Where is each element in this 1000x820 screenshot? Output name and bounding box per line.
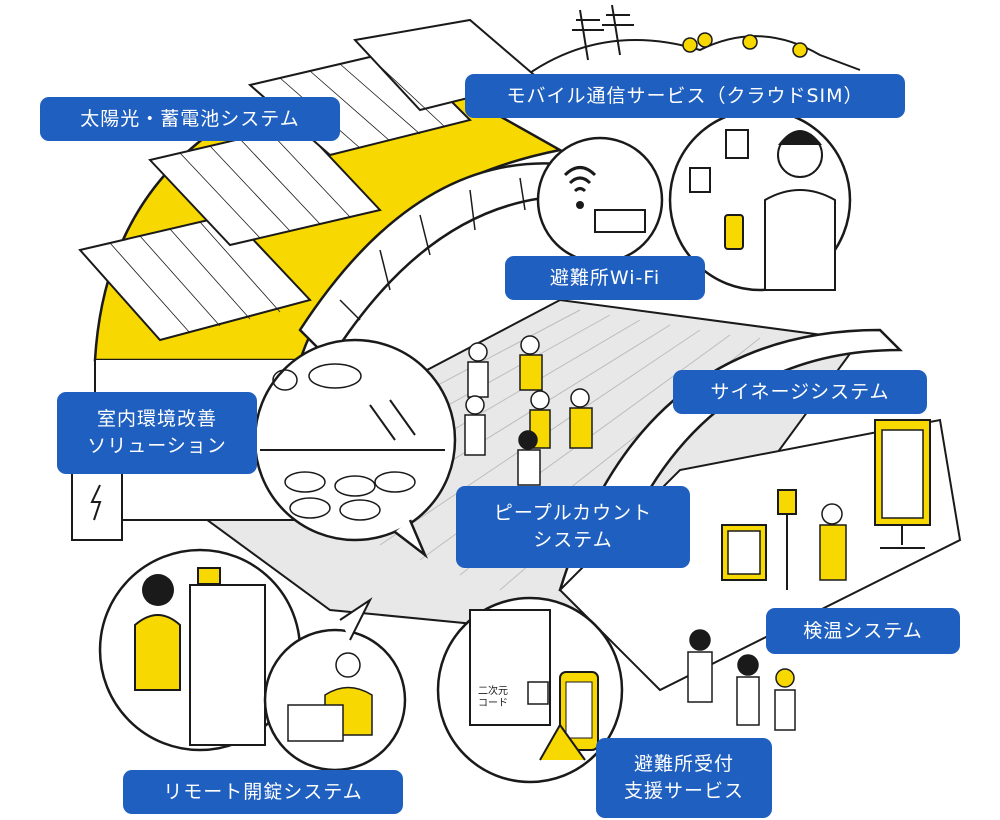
battery-box	[71, 469, 123, 541]
trees	[682, 32, 808, 58]
router-icon	[594, 209, 646, 233]
remote-unlock-bubble	[98, 548, 407, 772]
label-shelter-reception-support: 避難所受付 支援サービス	[596, 738, 772, 818]
thermal-camera	[721, 489, 847, 590]
solar-grid	[109, 56, 446, 334]
label-shelter-wifi: 避難所Wi-Fi	[505, 256, 705, 300]
label-mobile-communication-service: モバイル通信サービス（クラウドSIM）	[465, 74, 905, 118]
smartphone-icon	[724, 214, 744, 250]
label-solar-battery-system: 太陽光・蓄電池システム	[40, 97, 340, 141]
wifi-icon	[563, 166, 597, 193]
hills	[519, 4, 861, 81]
wifi-bubble	[536, 136, 664, 264]
label-indoor-environment-solution: 室内環境改善 ソリューション	[57, 392, 257, 474]
signage-display	[874, 419, 931, 549]
solar-panel	[78, 213, 312, 342]
label-temperature-check-system: 検温システム	[766, 608, 960, 654]
mobile-bubble	[668, 108, 852, 292]
qr-code-icon	[527, 681, 549, 705]
truss-lines	[339, 174, 576, 321]
label-people-count-system: ピープルカウント システム	[456, 486, 690, 568]
reception-bubble: 二次元 コード	[436, 596, 624, 784]
label-signage-system: サイネージシステム	[673, 370, 927, 414]
visitors	[687, 629, 796, 731]
door	[189, 584, 266, 746]
label-remote-unlock-system: リモート開錠システム	[123, 770, 403, 814]
form-document	[469, 609, 551, 726]
battery-bolt-icon	[90, 484, 102, 521]
laptop-icon	[287, 704, 344, 742]
unlock-icon	[197, 567, 221, 585]
sim-card-icon	[689, 167, 711, 193]
people-group	[464, 335, 593, 486]
sim-card-icon	[725, 129, 749, 159]
indoor-bubble	[253, 338, 457, 559]
qr-code-caption: 二次元 コード	[478, 684, 511, 709]
